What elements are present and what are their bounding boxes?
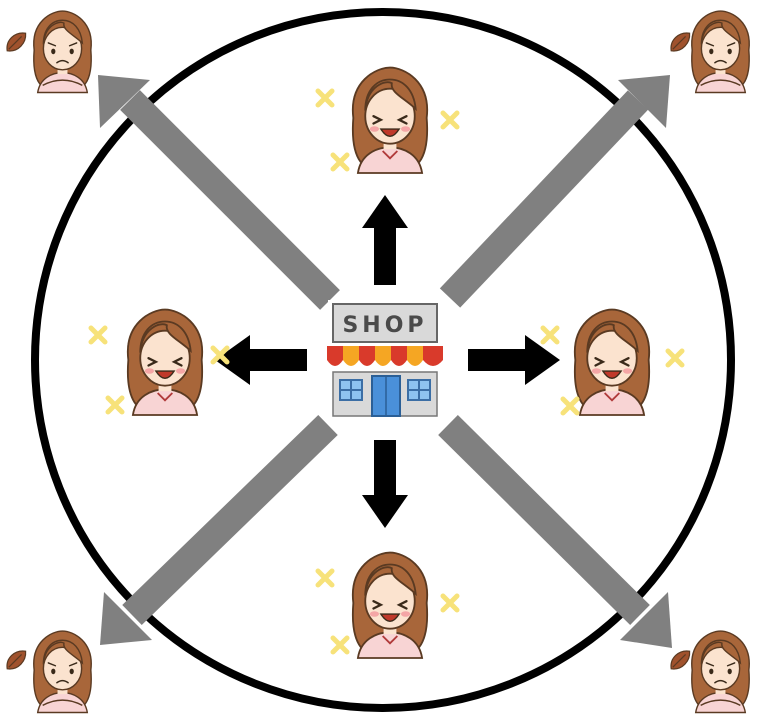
unhappy-woman-icon [692, 631, 749, 712]
sparkle-icon [333, 155, 347, 169]
arrow-to-bottom-right [448, 425, 672, 648]
sparkle-icon [443, 596, 457, 610]
person-top-left-unhappy [7, 11, 91, 92]
arrow-to-top-left [98, 75, 330, 300]
sparkle-icon [443, 113, 457, 127]
shop-icon: SHOP [327, 300, 443, 418]
person-bottom-right-unhappy [671, 631, 749, 712]
person-bottom-left-unhappy [7, 631, 91, 712]
sparkle-icon [318, 91, 332, 105]
person-bottom-happy [318, 553, 457, 658]
person-left-happy [91, 310, 227, 415]
sparkle-icon [563, 399, 577, 413]
sparkle-icon [543, 328, 557, 342]
shop-sign: SHOP [342, 313, 427, 338]
arrow-right [468, 335, 560, 385]
sparkle-icon [108, 398, 122, 412]
sparkle-icon [91, 328, 105, 342]
arrow-left [215, 335, 307, 385]
leaf-icon [7, 33, 26, 51]
happy-woman-icon [353, 553, 427, 658]
arrow-to-bottom-left [100, 425, 328, 645]
sparkle-icon [668, 351, 682, 365]
happy-woman-icon [353, 68, 427, 173]
arrow-to-top-right [450, 75, 670, 298]
sparkle-icon [333, 638, 347, 652]
happy-woman-icon [128, 310, 202, 415]
unhappy-woman-icon [34, 11, 91, 92]
unhappy-woman-icon [692, 11, 749, 92]
person-right-happy [543, 310, 682, 415]
sparkle-icon [318, 571, 332, 585]
person-top-right-unhappy [671, 11, 749, 92]
leaf-icon [671, 651, 690, 669]
person-top-happy [318, 68, 457, 173]
leaf-icon [671, 33, 690, 51]
happy-woman-icon [575, 310, 649, 415]
arrow-down [362, 440, 408, 528]
unhappy-woman-icon [34, 631, 91, 712]
leaf-icon [7, 651, 26, 669]
arrow-up [362, 195, 408, 285]
